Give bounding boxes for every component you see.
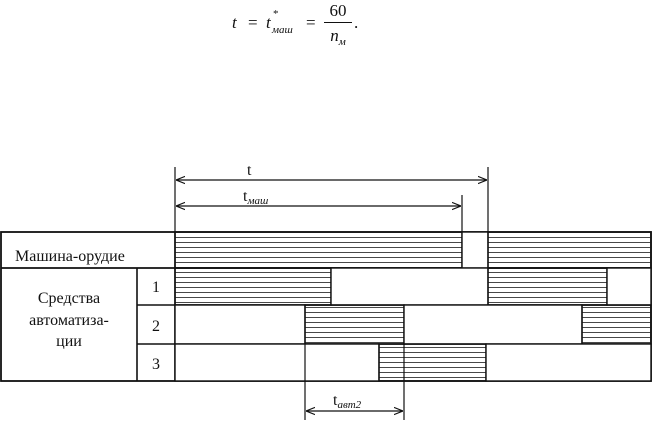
formula-equals-1: = (248, 13, 258, 32)
row-number-2: 2 (152, 318, 160, 335)
automation-label-line-3: ции (56, 333, 82, 350)
row3-idle-segment-2 (485, 343, 652, 382)
automation-label-line-2: автоматиза- (29, 312, 109, 329)
machine-work-segment-1 (174, 231, 463, 269)
row-number-1: 1 (152, 279, 160, 296)
dimension-tmash: tмаш (176, 188, 463, 232)
row1-work-segment-2 (487, 267, 608, 306)
row3-work-segment-1 (378, 343, 487, 382)
dim-tavt2-label: tавт2 (333, 392, 362, 411)
formula-fraction-bar (324, 22, 352, 23)
machine-work-segment-2 (487, 231, 652, 269)
formula-equals-2: = (306, 13, 316, 32)
machine-label: Машина-орудие (15, 248, 125, 265)
formula-numerator: 60 (329, 1, 347, 20)
dim-tmash-main: t (243, 188, 248, 205)
formula-t-main: t (266, 13, 271, 32)
row1-work-segment-1 (174, 267, 332, 306)
machine-idle-segment (461, 231, 489, 269)
formula-lhs: t (232, 13, 237, 32)
diagram-table: Машина-орудие Средства автоматиза- ции 1… (0, 231, 652, 382)
formula-period: . (354, 13, 359, 32)
formula-t-sub: маш (272, 24, 293, 36)
dim-tavt2-sub: авт2 (337, 399, 361, 411)
row2-work-segment-2 (581, 304, 652, 345)
formula-denominator-sub: м (338, 36, 346, 48)
row2-idle-segment-1 (174, 304, 306, 345)
dim-tmash-label: tмаш (243, 188, 268, 207)
row2-work-segment-1 (304, 304, 405, 345)
dim-tmash-sub: маш (246, 195, 268, 207)
formula-denominator-main: n (330, 26, 339, 45)
dim-tavt2-main: t (333, 392, 338, 409)
row1-idle-segment-2 (606, 267, 652, 306)
dimension-t: t (174, 162, 489, 232)
row2-idle-segment-2 (403, 304, 583, 345)
formula-star: * (273, 8, 279, 20)
row1-idle-segment-1 (330, 267, 489, 306)
automation-label-line-1: Средства (38, 290, 100, 307)
dimension-tavt2: tавт2 (304, 344, 405, 420)
formula-denominator: nм (324, 26, 352, 48)
formula: t = t * маш = 60 nм . (232, 1, 372, 54)
row-number-3: 3 (152, 356, 160, 373)
dim-t-label: t (247, 162, 252, 179)
row3-idle-segment-1 (174, 343, 380, 382)
